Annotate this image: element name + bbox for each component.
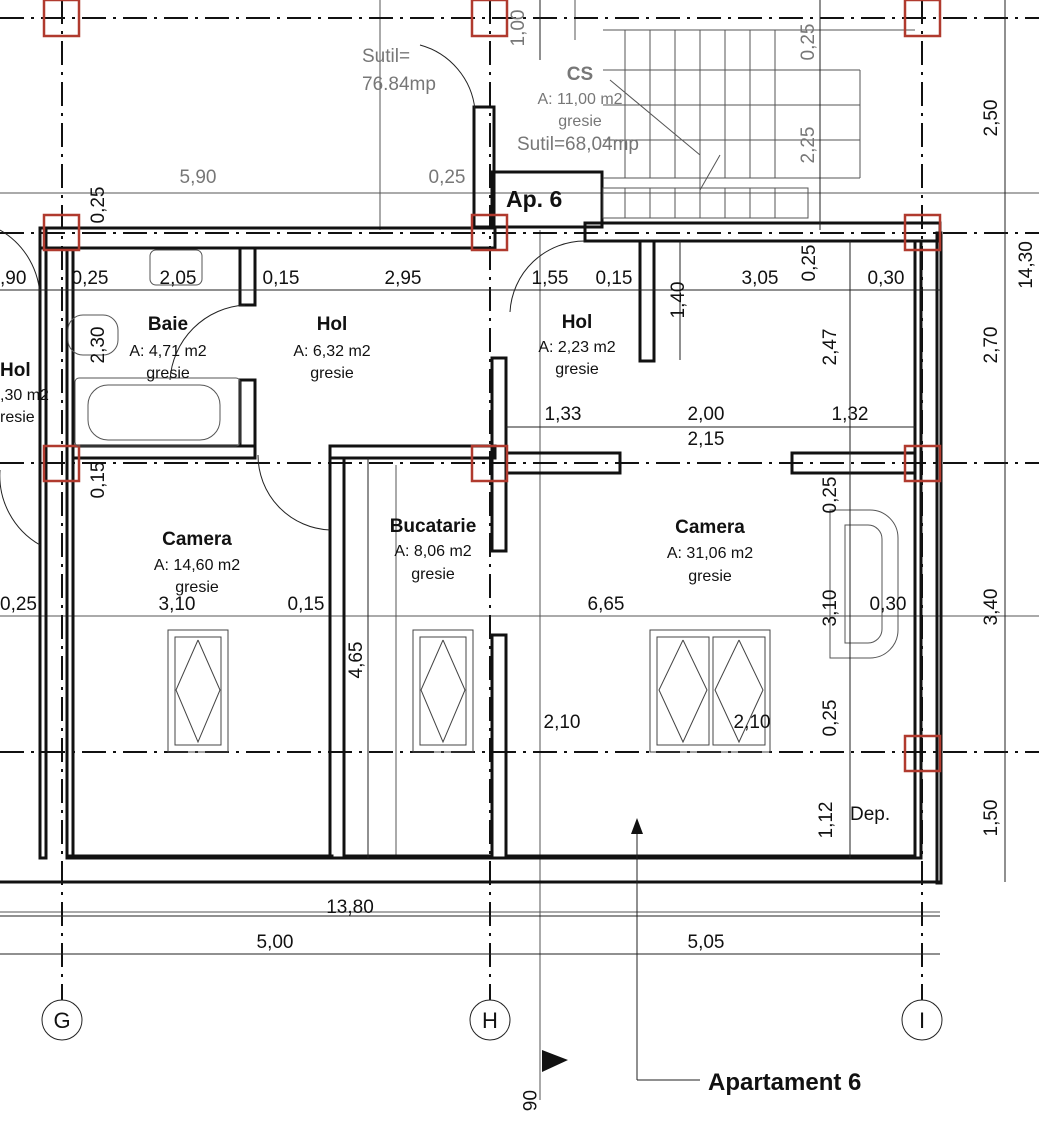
dim-text: 2,50 <box>981 100 1002 137</box>
dim-text: 2,25 <box>798 127 819 164</box>
dim-text: 5,05 <box>688 932 725 953</box>
bathroom-fixtures <box>67 249 241 447</box>
room-area-camera-1: A: 14,60 m2 <box>154 557 240 574</box>
reference-lines <box>0 0 1039 1100</box>
windows <box>167 629 771 753</box>
dim-text: 2,30 <box>88 327 109 364</box>
dim-text: 6,65 <box>588 594 625 615</box>
room-area-hol-1: A: 6,32 m2 <box>293 343 370 360</box>
columns <box>42 0 942 773</box>
dim-text: 1,12 <box>816 802 837 839</box>
dim-text: 1,50 <box>981 800 1002 837</box>
dim-text: 2,70 <box>981 327 1002 364</box>
staircase <box>602 30 861 219</box>
dim-text: 5,90 <box>180 167 217 188</box>
room-area-baie: A: 4,71 m2 <box>129 343 206 360</box>
dim-text: 0,15 <box>596 268 633 289</box>
axis-h-bubble <box>469 999 511 1041</box>
apartment-leader <box>542 818 700 1081</box>
dim-text: 0,15 <box>263 268 300 289</box>
dimension-lines <box>0 0 1006 955</box>
dim-text: 13,80 <box>326 897 374 918</box>
dim-text: 0,25 <box>820 477 841 514</box>
dim-text: 0,30 <box>870 594 907 615</box>
axis-bubbles <box>41 999 943 1041</box>
dim-text: 0,15 <box>88 462 109 499</box>
room-name-camera-2: Camera <box>675 517 745 538</box>
walls <box>0 105 943 885</box>
dim-text: 3,40 <box>981 589 1002 626</box>
dim-text: 1,40 <box>668 282 689 319</box>
room-name-hol-left: Hol <box>0 360 31 381</box>
apartment-title: Apartament 6 <box>708 1069 861 1096</box>
dim-text: 1,55 <box>532 268 569 289</box>
room-finish-baie: gresie <box>146 365 190 382</box>
dim-text: 5,00 <box>257 932 294 953</box>
dim-text: 0,25 <box>0 594 37 615</box>
room-area-cs: A: 11,00 m2 <box>537 91 622 108</box>
dim-text: 0,25 <box>429 167 466 188</box>
dim-text: 0,15 <box>288 594 325 615</box>
room-name-hol-1: Hol <box>317 314 348 335</box>
dim-text: 0,30 <box>868 268 905 289</box>
furniture-sofa <box>829 509 899 659</box>
dim-text: 0,25 <box>799 245 820 282</box>
dim-text: ,90 <box>0 268 26 289</box>
room-finish-cs: gresie <box>558 113 602 130</box>
axis-i-bubble <box>901 999 943 1041</box>
dim-text: 0,25 <box>72 268 109 289</box>
dim-text: 1,32 <box>832 404 869 425</box>
dim-text: 0,25 <box>798 24 819 61</box>
room-finish-hol-1: gresie <box>310 365 354 382</box>
dim-text: 4,65 <box>346 642 367 679</box>
room-area-hol-left: ,30 m2 <box>0 387 49 404</box>
room-area-hol-2: A: 2,23 m2 <box>538 339 615 356</box>
room-area-camera-2: A: 31,06 m2 <box>667 545 753 562</box>
dim-text: 2,95 <box>385 268 422 289</box>
axis-label-i: I <box>919 1008 925 1033</box>
dim-text: 3,05 <box>742 268 779 289</box>
dim-text: 0,25 <box>88 187 109 224</box>
axis-label-g: G <box>53 1008 70 1033</box>
useful-area-value: 76.84mp <box>362 74 436 95</box>
axis-label-h: H <box>482 1008 498 1033</box>
dim-text: 2,05 <box>160 268 197 289</box>
dim-text: 3,10 <box>820 590 841 627</box>
room-name-dep: Dep. <box>850 804 890 825</box>
room-name-camera-1: Camera <box>162 529 232 550</box>
doors <box>0 44 586 546</box>
room-name-baie: Baie <box>148 314 188 335</box>
room-finish-camera-2: gresie <box>688 568 732 585</box>
dim-text: 2,10 <box>734 712 771 733</box>
section-mark: 06 <box>518 1090 539 1111</box>
dim-text: 0,25 <box>820 700 841 737</box>
useful-area-label: Sutil= <box>362 46 410 67</box>
room-finish-camera-1: gresie <box>175 579 219 596</box>
dim-text: 14,30 <box>1016 241 1037 289</box>
dim-text: 2,15 <box>688 429 725 450</box>
cs-useful-area: Sutil=68,04mp <box>517 134 639 155</box>
room-name-hol-2: Hol <box>562 312 593 333</box>
dim-text: 2,00 <box>688 404 725 425</box>
dim-text: 2,47 <box>820 329 841 366</box>
apartment-tag: Ap. 6 <box>506 186 562 212</box>
dim-text: 2,10 <box>544 712 581 733</box>
room-finish-hol-left: resie <box>0 409 35 426</box>
room-name-cs: CS <box>567 64 593 85</box>
room-name-bucatarie: Bucatarie <box>390 516 477 537</box>
dim-text: 3,10 <box>159 594 196 615</box>
room-finish-bucatarie: gresie <box>411 566 455 583</box>
room-area-bucatarie: A: 8,06 m2 <box>394 543 471 560</box>
axis-g-bubble <box>41 999 83 1041</box>
room-finish-hol-2: gresie <box>555 361 599 378</box>
dim-text: 1,00 <box>508 10 529 47</box>
dim-text: 1,33 <box>545 404 582 425</box>
